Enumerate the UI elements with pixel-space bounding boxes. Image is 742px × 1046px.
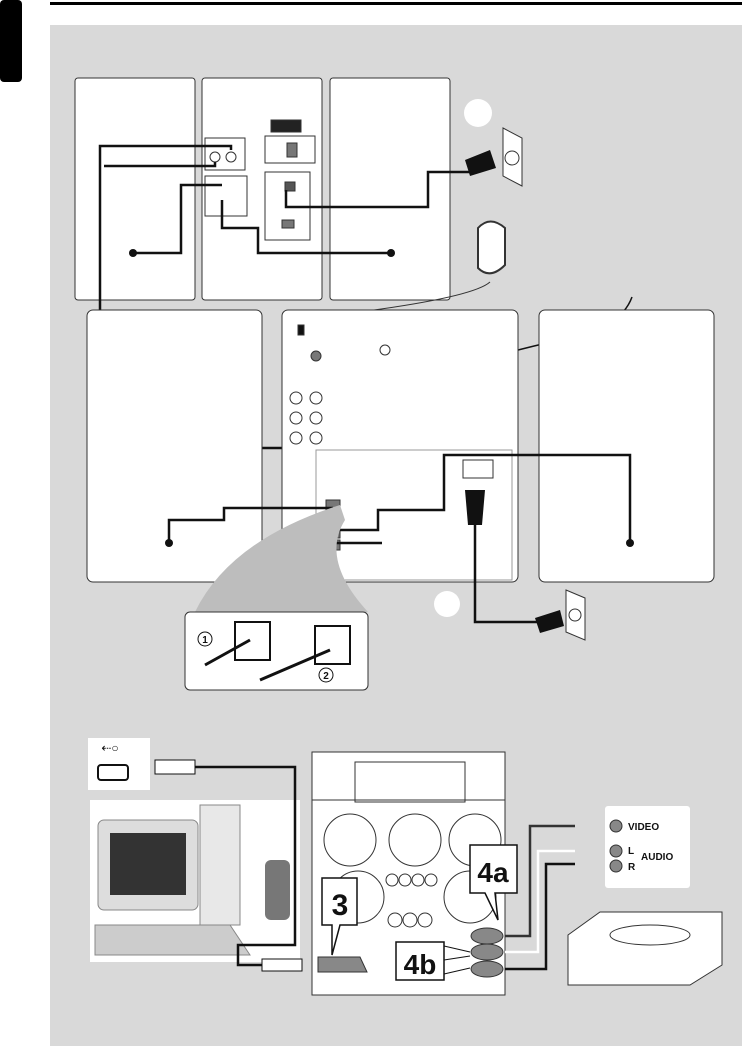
wall-socket-icon (465, 127, 523, 187)
step-circle (434, 591, 460, 617)
speaker-terminal-inset: 1 2 (184, 611, 369, 691)
wall-socket-icon (535, 589, 586, 641)
callout-4b-label: 4b (404, 949, 437, 980)
usb-port (317, 956, 368, 973)
language-tab (0, 0, 22, 82)
zoom-callout-wedge (195, 505, 368, 612)
ac-inlet (462, 459, 494, 479)
step-circle (464, 99, 492, 127)
audio-left-label: L (628, 846, 634, 857)
inset-step-1: 1 (202, 635, 208, 646)
av-cables (505, 824, 575, 971)
video-jack-label: VIDEO (628, 822, 659, 833)
computer-illustration (90, 800, 300, 962)
warning-label-icon (270, 119, 302, 133)
callout-4a-label: 4a (477, 857, 509, 888)
left-top-speaker (74, 77, 196, 301)
right-speaker (538, 309, 715, 583)
audio-label: AUDIO (641, 852, 673, 863)
callout-3-label: 3 (332, 889, 349, 922)
top-row-units (74, 77, 451, 301)
usb-port-inset: ⇠○ (88, 738, 196, 790)
callout-3: 3 (321, 877, 358, 956)
usb-symbol-icon: ⇠○ (101, 741, 118, 755)
right-top-speaker (329, 77, 451, 301)
speaker-wires-main (167, 453, 632, 624)
audio-right-label: R (628, 862, 636, 873)
left-speaker (86, 309, 263, 583)
usb-cable (195, 765, 297, 967)
callout-4a: 4a (469, 844, 518, 921)
header-rule (50, 2, 742, 5)
dvd-player-illustration (567, 911, 723, 986)
inset-step-2: 2 (323, 671, 329, 682)
tv-connector-panel: VIDEO L AUDIO R (605, 806, 690, 888)
subwoofer-back (201, 77, 323, 301)
power-plug-icon (465, 490, 485, 525)
callout-4b: 4b (395, 941, 471, 981)
